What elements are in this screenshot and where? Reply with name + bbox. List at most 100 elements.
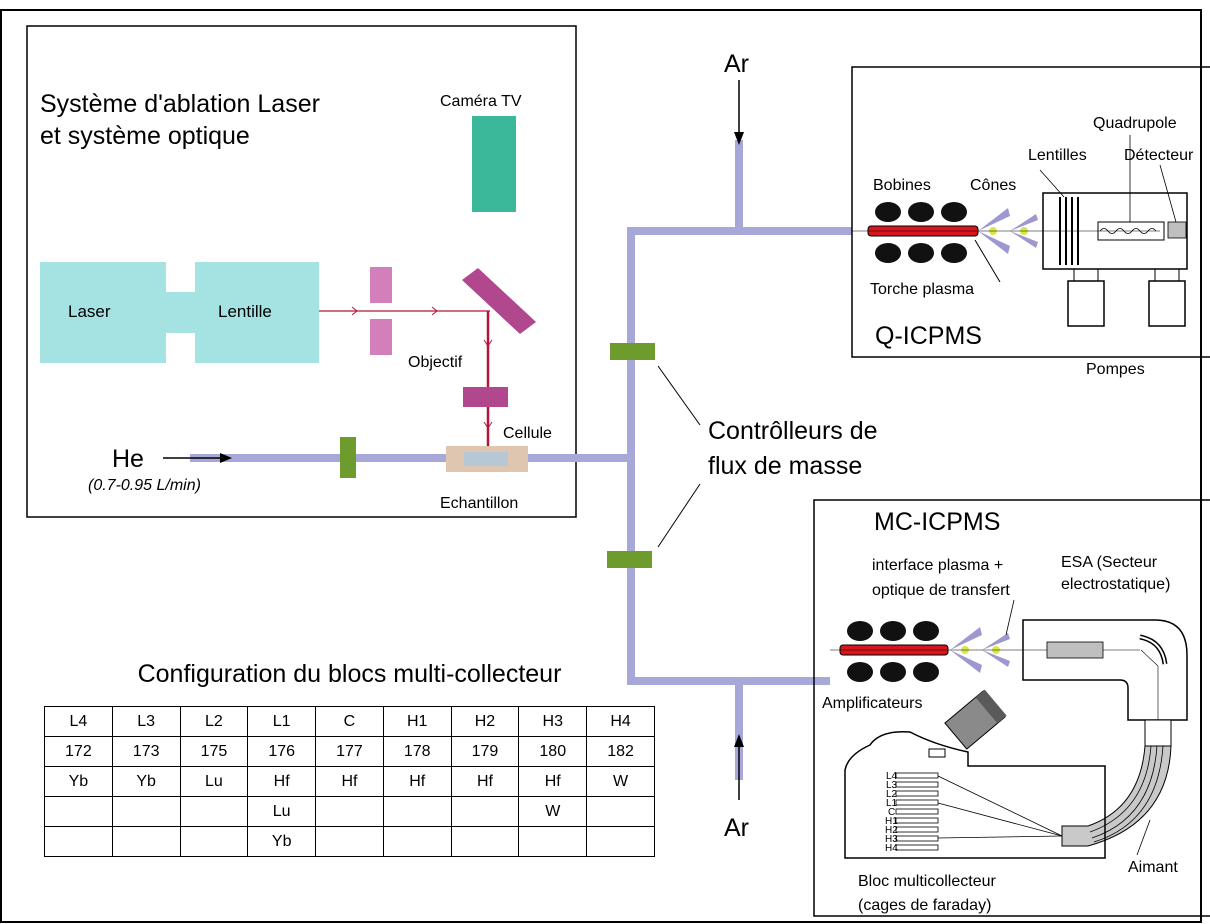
table-cell: L2 [179, 706, 249, 737]
table-cell: L3 [111, 706, 181, 737]
cup-h2 [895, 826, 939, 833]
magnet [1061, 745, 1172, 847]
helium-arrowhead [220, 453, 232, 463]
beam-to-l1 [937, 802, 1063, 837]
detector-pointer [1159, 164, 1177, 223]
pumps-label: Pompes [1086, 361, 1145, 378]
lenses-label: Lentilles [1028, 147, 1087, 164]
collector-housing [844, 731, 1106, 859]
table-cell: 173 [111, 736, 181, 767]
coil-q-2 [908, 202, 934, 222]
cone-mc-2a [982, 633, 1010, 650]
laser-section-title-1: Système d'ablation Laser [40, 90, 320, 118]
mass-flow-controller-top [610, 343, 655, 360]
argon-top-label: Ar [724, 50, 749, 78]
table-cell: 182 [586, 736, 655, 767]
pump-2-neck [1154, 268, 1180, 282]
table-cell [382, 826, 452, 857]
magnet-label: Aimant [1128, 859, 1178, 876]
magnet-pointer [1136, 819, 1151, 856]
objective-lens [463, 387, 508, 407]
coils-label: Bobines [873, 177, 931, 194]
cell-label: Cellule [503, 425, 552, 442]
cup-label-h1: H1 [885, 816, 898, 827]
cup-l1 [895, 799, 939, 806]
outer-frame [0, 9, 1202, 923]
cup-l4 [895, 772, 939, 779]
table-cell [586, 826, 655, 857]
coil-mc-4 [847, 662, 873, 682]
table-cell [315, 796, 384, 827]
beam-arrow-3 [483, 339, 493, 347]
laser-lens-block [40, 262, 319, 363]
interface-label-2: optique de transfert [872, 582, 1010, 599]
pump-1 [1067, 280, 1105, 327]
table-cell: Hf [518, 766, 588, 797]
controller-pointer-top [657, 365, 701, 426]
coil-q-3 [941, 202, 967, 222]
coil-mc-6 [913, 662, 939, 682]
table-cell [382, 796, 452, 827]
coil-q-6 [941, 243, 967, 263]
table-cell [44, 796, 113, 827]
cone-q-1a [978, 208, 1010, 231]
amplifier-face [975, 689, 1007, 724]
cup-c [895, 808, 939, 815]
interface-label-1: interface plasma + [872, 557, 1003, 574]
controllers-label-2: flux de masse [708, 452, 862, 480]
cup-label-h2: H2 [885, 825, 898, 836]
beam-to-h3 [937, 835, 1063, 839]
plasma-torch-label: Torche plasma [870, 281, 974, 298]
esa-label-2: electrostatique) [1061, 576, 1170, 593]
mc-icpms-box [813, 499, 1210, 917]
argon-top-arrowhead [734, 132, 744, 145]
table-cell [518, 826, 588, 857]
q-ms-body [1042, 192, 1188, 270]
torch-pointer [974, 239, 1001, 283]
cup-h4 [895, 844, 939, 851]
cup-label-l2: L2 [886, 789, 898, 800]
table-cell: H4 [586, 706, 655, 737]
table-cell: H3 [518, 706, 588, 737]
laser-label: Laser [68, 302, 111, 321]
table-row: Yb [44, 826, 655, 857]
cup-label-l3: L3 [886, 780, 898, 791]
coil-mc-5 [880, 662, 906, 682]
beam-arrow-1 [351, 306, 358, 316]
coil-mc-3 [913, 621, 939, 641]
mass-flow-controller-bottom [607, 551, 652, 568]
coil-q-4 [875, 243, 901, 263]
table-cell: Hf [315, 766, 384, 797]
mc-ion-path-bend [1140, 649, 1159, 667]
argon-bottom-label: Ar [724, 814, 749, 842]
table-cell: Hf [382, 766, 452, 797]
table-cell: Hf [247, 766, 317, 797]
table-cell [450, 826, 520, 857]
cup-l3 [895, 781, 939, 788]
coil-q-1 [875, 202, 901, 222]
table-cell [586, 796, 655, 827]
table-cell [315, 826, 384, 857]
coil-q-5 [908, 243, 934, 263]
helium-controller [340, 437, 356, 478]
table-cell: Lu [247, 796, 317, 827]
quadrupole-rods [1097, 221, 1165, 241]
objective-label: Objectif [408, 354, 463, 371]
table-cell [179, 826, 249, 857]
laser-section-title-2: et système optique [40, 122, 250, 150]
cone-q-2a [1010, 214, 1038, 231]
table-cell [179, 796, 249, 827]
camera-label: Caméra TV [440, 93, 522, 110]
detector [1167, 221, 1187, 239]
cup-label-l1: L1 [886, 798, 898, 809]
interface-pointer [1005, 599, 1015, 636]
table-cell [111, 826, 181, 857]
coil-mc-1 [847, 621, 873, 641]
table-cell: Yb [111, 766, 181, 797]
amplifier-neck [928, 748, 946, 758]
cone-mc-1b [950, 650, 982, 673]
